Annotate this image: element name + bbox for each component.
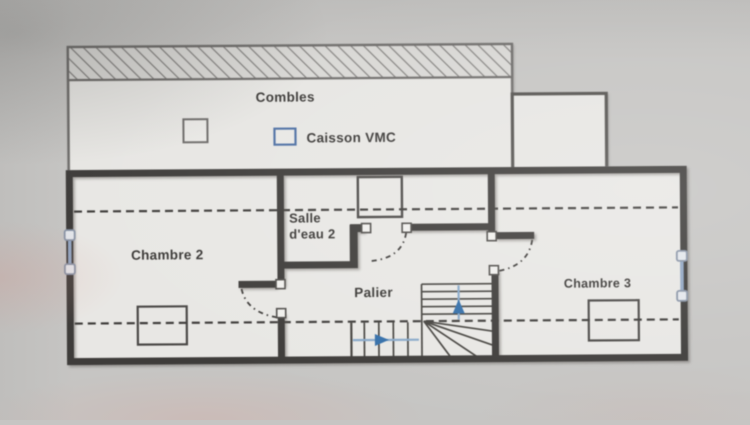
caisson-vmc-legend-box — [274, 129, 295, 145]
combles-small-box — [183, 119, 207, 142]
salle-eau-label-line1: Salle — [289, 210, 321, 225]
wall-palier-top — [403, 227, 492, 228]
palier-label: Palier — [354, 285, 393, 300]
window-node-icon — [65, 230, 75, 240]
wall-chambre3-lower — [495, 269, 496, 358]
window-node-icon — [677, 251, 687, 261]
window-node-icon — [65, 264, 75, 274]
window-node-icon — [677, 291, 687, 301]
stair-edge — [422, 284, 423, 357]
wall-salle-eau-bottom — [277, 265, 352, 266]
combles-label: Combles — [256, 89, 315, 104]
roof-hatch-band — [68, 44, 512, 80]
chambre3-label: Chambre 3 — [564, 276, 631, 290]
combles-annex — [512, 93, 607, 173]
wall-chambre2-upper — [280, 173, 281, 286]
chambre2-label: Chambre 2 — [131, 247, 204, 263]
salle-eau-label-line2: d'eau 2 — [289, 226, 335, 241]
caisson-vmc-box — [358, 177, 402, 217]
caisson-vmc-label: Caisson VMC — [306, 130, 396, 146]
combles-area — [68, 43, 607, 176]
